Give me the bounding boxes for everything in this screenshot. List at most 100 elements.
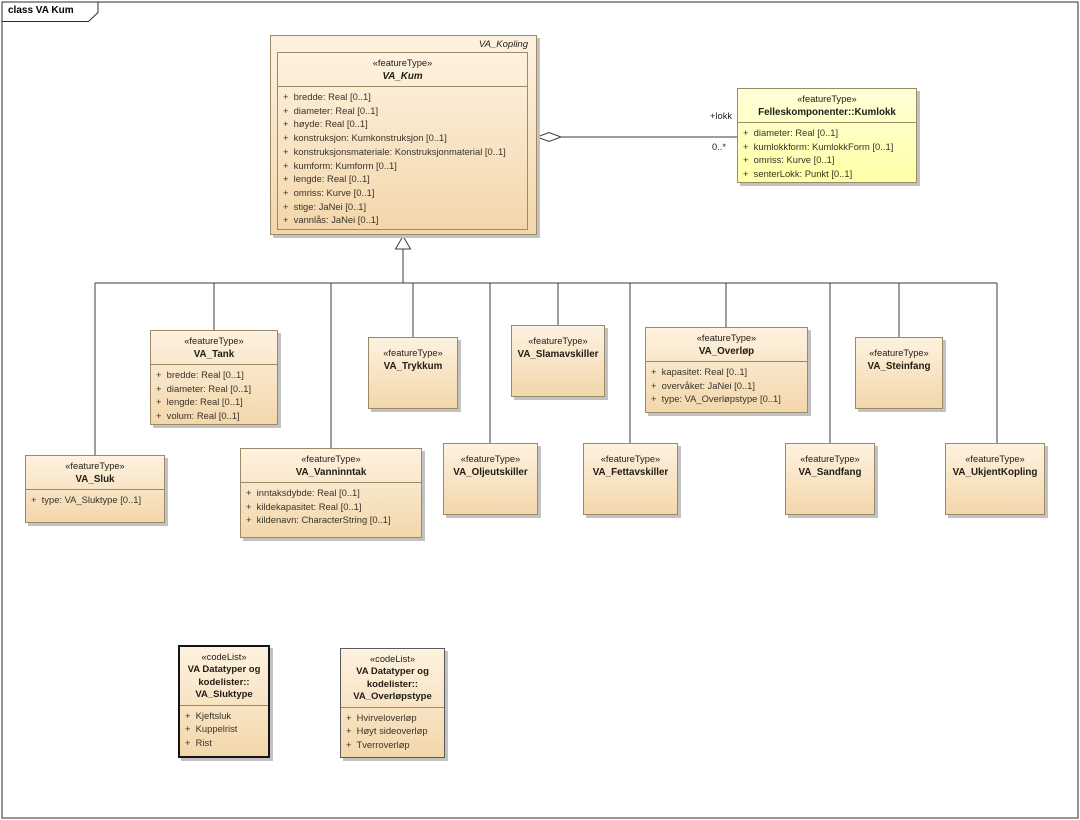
attributes-compartment: + diameter: Real [0..1] + kumlokkform: K… xyxy=(738,123,916,180)
class-name: VA_UkjentKopling xyxy=(952,467,1038,478)
class-name: VA_Tank xyxy=(193,349,235,360)
assoc-role-label: +lokk xyxy=(710,111,732,121)
stereotype-label: «featureType» xyxy=(372,58,433,68)
attribute: + kapasitet: Real [0..1] xyxy=(651,366,748,377)
attribute: + høyde: Real [0..1] xyxy=(283,118,368,130)
class-name: VA_Trykkum xyxy=(383,361,443,372)
codelist-va-sluktype[interactable]: «codeList» VA Datatyper og kodelister:: … xyxy=(178,645,270,758)
stereotype-label: «codeList» xyxy=(370,654,415,664)
class-va-steinfang[interactable]: «featureType» VA_Steinfang xyxy=(855,337,943,409)
attribute: + kildekapasitet: Real [0..1] xyxy=(246,500,362,512)
attribute: + inntaksdybde: Real [0..1] xyxy=(246,487,360,498)
class-va-sluk[interactable]: «featureType» VA_Sluk + type: VA_Sluktyp… xyxy=(25,455,165,523)
attribute: + konstruksjonsmateriale: Konstruksjonma… xyxy=(283,145,506,157)
class-va-kopling[interactable]: VA_Kopling «featureType» VA_Kum + bredde… xyxy=(270,35,537,235)
class-name: Felleskomponenter::Kumlokk xyxy=(758,107,896,118)
class-va-tank[interactable]: «featureType» VA_Tank + bredde: Real [0.… xyxy=(150,330,278,425)
stereotype-label: «featureType» xyxy=(383,348,443,358)
attribute: + Kjeftsluk xyxy=(185,709,232,721)
stereotype-label: «featureType» xyxy=(965,454,1025,464)
attribute: + Tverroverløp xyxy=(346,738,410,750)
attribute: + Kuppelrist xyxy=(185,723,238,734)
class-name: VA Datatyper og kodelister:: VA_Overløps… xyxy=(353,666,432,702)
stereotype-label: «featureType» xyxy=(65,461,125,471)
attributes-compartment: + Hvirveloverløp + Høyt sideoverløp + Tv… xyxy=(341,708,444,752)
attributes-compartment: + type: VA_Sluktype [0..1] xyxy=(26,490,164,507)
attribute: + lengde: Real [0..1] xyxy=(156,396,243,407)
class-va-ukjentkopling[interactable]: «featureType» VA_UkjentKopling xyxy=(945,443,1045,515)
stereotype-label: «featureType» xyxy=(797,94,857,104)
attribute: + bredde: Real [0..1] xyxy=(156,369,244,380)
class-va-sandfang[interactable]: «featureType» VA_Sandfang xyxy=(785,443,875,515)
compartment-separator xyxy=(151,364,277,365)
attribute: + volum: Real [0..1] xyxy=(156,409,240,421)
attribute: + Rist xyxy=(185,736,212,748)
stereotype-label: «featureType» xyxy=(600,454,661,464)
attributes-compartment: + kapasitet: Real [0..1] + overvåket: Ja… xyxy=(646,362,807,406)
stereotype-label: «featureType» xyxy=(301,454,361,464)
class-name: VA_Kum xyxy=(382,71,423,82)
generalization-connector xyxy=(94,234,998,455)
class-kumlokk[interactable]: «featureType» Felleskomponenter::Kumlokk… xyxy=(737,88,917,183)
frame-label: class VA Kum xyxy=(8,5,74,16)
attribute: + konstruksjon: Kumkonstruksjon [0..1] xyxy=(283,132,447,144)
class-name: VA_Fettavskiller xyxy=(592,467,669,478)
compartment-separator xyxy=(241,482,421,483)
class-name: VA_Sandfang xyxy=(798,467,862,478)
class-name: VA_Sluk xyxy=(75,474,115,485)
class-va-fettavskiller[interactable]: «featureType» VA_Fettavskiller xyxy=(583,443,678,515)
attribute: + omriss: Kurve [0..1] xyxy=(743,154,835,165)
attribute: + omriss: Kurve [0..1] xyxy=(283,186,375,198)
stereotype-label: «featureType» xyxy=(460,454,521,464)
class-va-oljeutskiller[interactable]: «featureType» VA_Oljeutskiller xyxy=(443,443,538,515)
class-name: VA_Oljeutskiller xyxy=(453,467,528,478)
attribute: + bredde: Real [0..1] xyxy=(283,91,371,102)
generalization-arrow-icon xyxy=(394,234,412,250)
attribute: + diameter: Real [0..1] xyxy=(283,104,379,116)
compartment-separator xyxy=(26,489,164,490)
codelist-va-overlopstype[interactable]: «codeList» VA Datatyper og kodelister:: … xyxy=(340,648,445,758)
class-va-slamavskiller[interactable]: «featureType» VA_Slamavskiller xyxy=(511,325,605,397)
class-va-kum[interactable]: «featureType» VA_Kum + bredde: Real [0..… xyxy=(277,52,528,230)
compartment-separator xyxy=(341,706,444,708)
attribute: + type: VA_Overløpstype [0..1] xyxy=(651,393,781,404)
frame-tab xyxy=(1,1,99,22)
attribute: + kumform: Kumform [0..1] xyxy=(283,159,397,171)
compartment-separator xyxy=(278,86,527,87)
attribute: + lengde: Real [0..1] xyxy=(283,173,370,185)
stereotype-label: «codeList» xyxy=(201,652,247,662)
attributes-compartment: + bredde: Real [0..1] + diameter: Real [… xyxy=(151,365,277,422)
class-name: VA_Steinfang xyxy=(867,361,931,372)
attribute: + Hvirveloverløp xyxy=(346,711,417,723)
compartment-separator xyxy=(646,361,807,362)
attributes-compartment: + inntaksdybde: Real [0..1] + kildekapas… xyxy=(241,483,421,527)
class-name: VA Datatyper og kodelister:: VA_Sluktype xyxy=(187,664,261,700)
attribute: + senterLokk: Punkt [0..1] xyxy=(743,167,853,179)
aggregation-connector xyxy=(535,131,737,143)
stereotype-label: «featureType» xyxy=(184,336,244,346)
compartment-separator xyxy=(738,122,916,123)
class-va-trykkum[interactable]: «featureType» VA_Trykkum xyxy=(368,337,458,409)
assoc-multiplicity-label: 0..* xyxy=(712,142,726,152)
stereotype-label: «featureType» xyxy=(800,454,860,464)
attributes-compartment: + Kjeftsluk + Kuppelrist + Rist xyxy=(180,706,268,750)
attribute: + Høyt sideoverløp xyxy=(346,725,428,736)
attribute: + diameter: Real [0..1] xyxy=(743,127,839,138)
class-name: VA_Overløp xyxy=(698,346,755,357)
class-va-kopling-name: VA_Kopling xyxy=(478,39,528,50)
class-va-overlop[interactable]: «featureType» VA_Overløp + kapasitet: Re… xyxy=(645,327,808,413)
aggregation-diamond-icon xyxy=(535,131,563,143)
class-name: VA_Slamavskiller xyxy=(517,349,599,360)
stereotype-label: «featureType» xyxy=(528,336,588,346)
attribute: + stige: JaNei [0..1] xyxy=(283,200,367,212)
attribute: + vannlås: JaNei [0..1] xyxy=(283,214,379,226)
class-va-vanninntak[interactable]: «featureType» VA_Vanninntak + inntaksdyb… xyxy=(240,448,422,538)
attribute: + kumlokkform: KumlokkForm [0..1] xyxy=(743,140,894,152)
class-name: VA_Vanninntak xyxy=(295,467,367,478)
stereotype-label: «featureType» xyxy=(696,333,757,343)
attributes-compartment: + bredde: Real [0..1] + diameter: Real [… xyxy=(278,87,527,227)
attribute: + overvåket: JaNei [0..1] xyxy=(651,379,755,391)
